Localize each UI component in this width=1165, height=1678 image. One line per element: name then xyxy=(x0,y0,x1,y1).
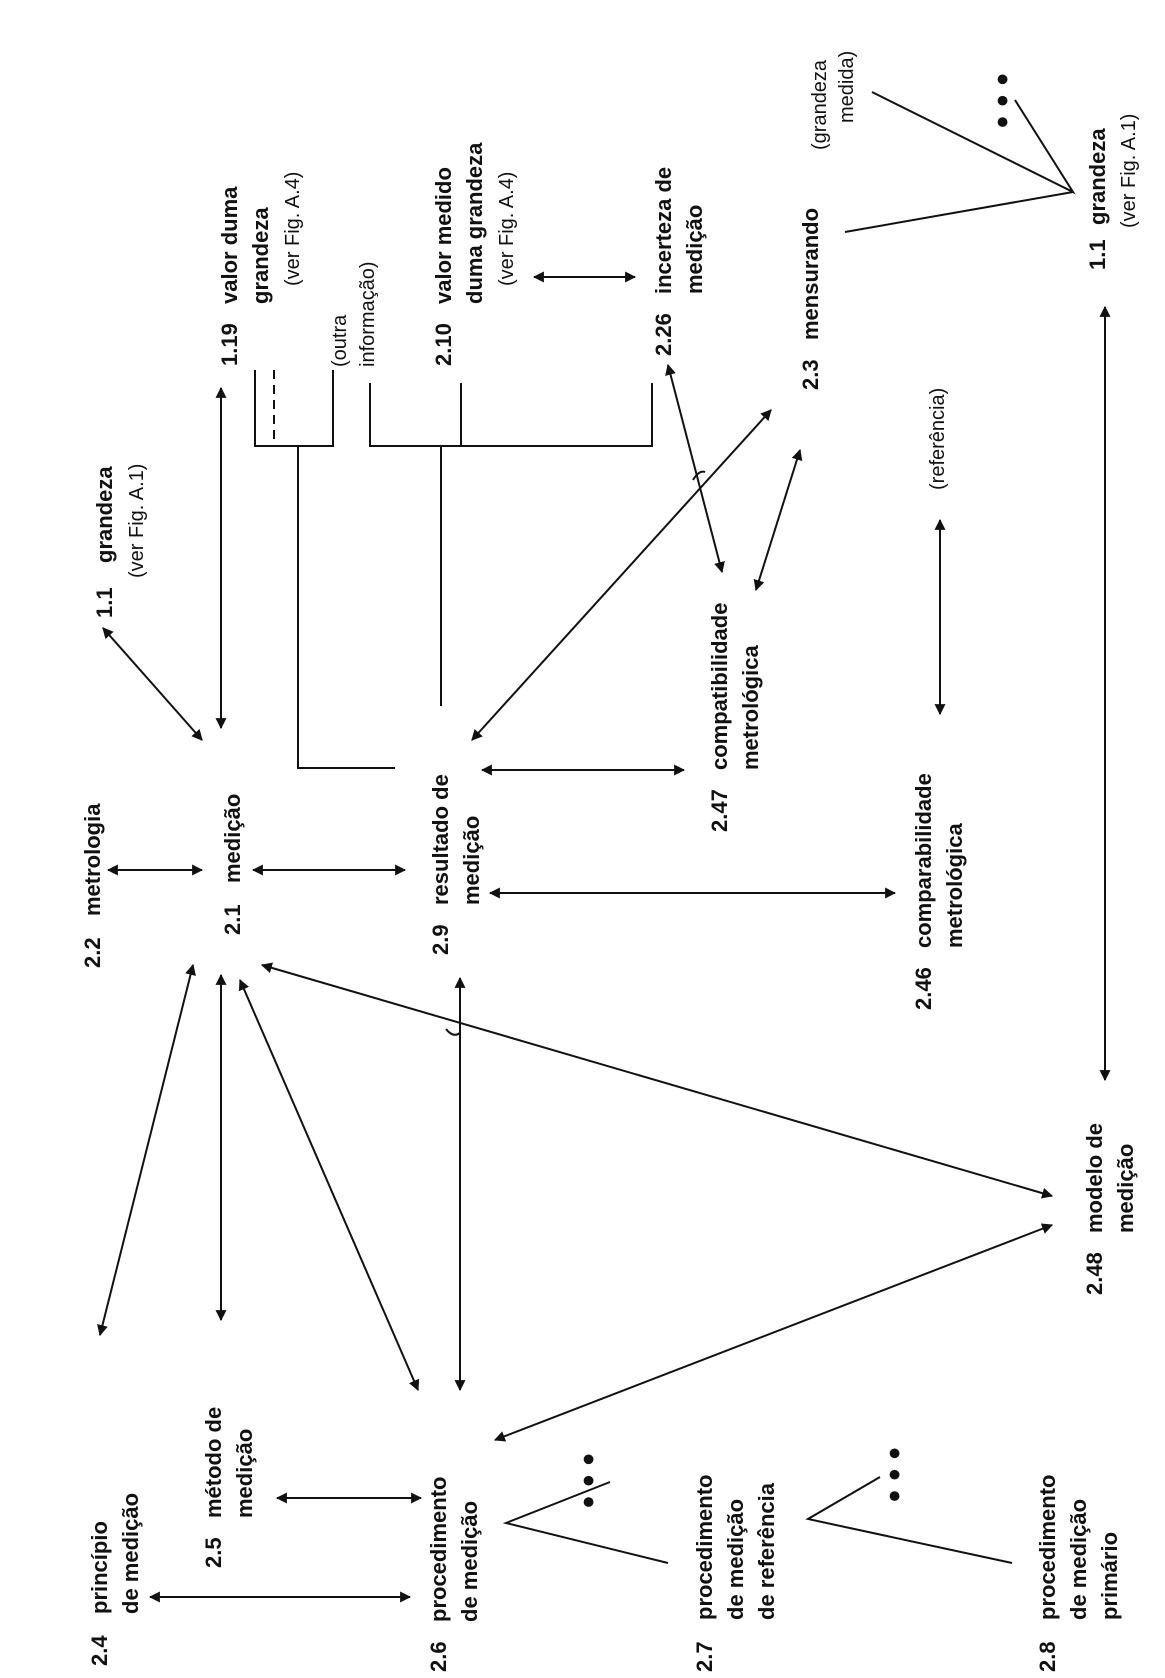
arrow-procedimento-modelo xyxy=(493,1223,1054,1442)
arrow-incerteza-compatibilidade xyxy=(665,363,725,574)
concept-valor-duma-grandeza: 1.19 valor duma grandeza (ver Fig. A.4) xyxy=(217,172,304,366)
concept-number: 1.19 xyxy=(217,323,242,366)
concept-grandeza-right: 1.1 grandeza (ver Fig. A.1) xyxy=(1085,114,1140,270)
concept-principio-de-medicao: 2.4 princípio de medição xyxy=(87,1493,143,1666)
concept-number: 2.10 xyxy=(431,323,456,366)
concept-term: procedimento xyxy=(692,1475,717,1620)
concept-term: resultado de xyxy=(428,774,453,905)
concept-number: 2.47 xyxy=(707,789,732,832)
concept-procedimento-de-medicao: 2.6 procedimento de medição xyxy=(426,1477,482,1672)
relation-lines xyxy=(97,91,1111,1603)
annotation-text: (referência) xyxy=(927,388,949,490)
concept-term: metrológica xyxy=(942,823,967,948)
bracket-resultado xyxy=(369,383,653,447)
concept-reference: (ver Fig. A.1) xyxy=(126,464,148,578)
arrow-medicao-principio xyxy=(97,963,196,1337)
concept-number: 2.8 xyxy=(1035,1641,1060,1672)
annotation-text: (outra xyxy=(329,314,351,367)
concept-term: de referência xyxy=(754,1482,779,1620)
concept-term: de medição xyxy=(118,1493,143,1614)
concept-number: 2.9 xyxy=(428,924,453,955)
concept-term: procedimento xyxy=(426,1477,451,1622)
annotation-outra-informacao: (outra informação) xyxy=(329,261,379,367)
concept-number: 2.7 xyxy=(692,1641,717,1672)
bracket-valor xyxy=(254,370,334,447)
concept-incerteza: 2.26 incerteza de medição xyxy=(651,167,707,356)
tree-procedimento xyxy=(502,1481,669,1564)
concept-term: medição xyxy=(1113,1144,1138,1233)
concept-term: procedimento xyxy=(1035,1475,1060,1620)
concept-term: medição xyxy=(220,794,245,883)
concept-term: metrológica xyxy=(738,645,763,770)
line-crossing-hump xyxy=(692,470,706,481)
concept-reference: (ver Fig. A.4) xyxy=(496,172,518,286)
annotation-text: (grandeza xyxy=(809,59,831,150)
concept-term: medição xyxy=(682,205,707,294)
concept-reference: (ver Fig. A.4) xyxy=(282,172,304,286)
concept-term: método de xyxy=(201,1407,226,1518)
concept-term: comparabilidade xyxy=(911,773,936,948)
concept-term: de medição xyxy=(457,1501,482,1622)
concept-term: incerteza de xyxy=(651,167,676,294)
arrow-medicao-procedimento xyxy=(238,978,420,1392)
ellipsis-grandeza: • • • xyxy=(984,73,1022,128)
concept-procedimento-primario: 2.8 procedimento de medição primário xyxy=(1035,1475,1122,1672)
concept-term: grandeza xyxy=(248,207,273,304)
ellipsis-procedimento-referencia: • • • xyxy=(876,1447,914,1502)
concept-term: grandeza xyxy=(1085,128,1110,225)
concept-procedimento-referencia: 2.7 procedimento de medição de referênci… xyxy=(692,1475,779,1672)
concept-term: grandeza xyxy=(92,466,117,563)
concept-term: modelo de xyxy=(1082,1123,1107,1233)
concept-compatibilidade: 2.47 compatibilidade metrológica xyxy=(707,603,763,832)
concept-number: 2.1 xyxy=(220,904,245,935)
concept-number: 2.3 xyxy=(798,359,823,390)
annotation-text: medida) xyxy=(836,51,858,123)
concept-number: 2.5 xyxy=(201,1537,226,1568)
concept-term: valor medido xyxy=(431,167,456,304)
arrow-grandeza-medicao xyxy=(102,627,203,741)
annotation-referencia: (referência) xyxy=(927,388,949,490)
concept-number: 2.48 xyxy=(1082,1252,1107,1295)
concept-reference: (ver Fig. A.1) xyxy=(1118,114,1140,228)
concept-number: 2.2 xyxy=(80,937,105,968)
concept-resultado-de-medicao: 2.9 resultado de medição xyxy=(428,774,484,955)
concept-term: medição xyxy=(232,1429,257,1518)
concept-term: mensurando xyxy=(798,208,823,340)
concept-number: 1.1 xyxy=(92,587,117,618)
arrow-mensurando-compatibilidade xyxy=(753,448,803,592)
concept-number: 2.26 xyxy=(651,313,676,356)
concept-grandeza-left: 1.1 grandeza (ver Fig. A.1) xyxy=(92,464,148,618)
concept-number: 2.6 xyxy=(426,1641,451,1672)
line-crossing-hump-2 xyxy=(445,1028,461,1036)
concept-metodo-de-medicao: 2.5 método de medição xyxy=(201,1407,257,1568)
concept-metrologia: 2.2 metrologia xyxy=(80,803,105,968)
concept-mensurando: 2.3 mensurando xyxy=(798,208,823,390)
concept-number: 2.46 xyxy=(911,967,936,1010)
concept-number: 2.4 xyxy=(87,1635,112,1666)
concept-term: de medição xyxy=(1066,1499,1091,1620)
concept-term: medição xyxy=(459,816,484,905)
concept-term: compatibilidade xyxy=(707,603,732,770)
tree-procedimento-referencia xyxy=(805,1476,1013,1564)
concept-term: duma grandeza xyxy=(462,142,487,304)
concept-medicao: 2.1 medição xyxy=(220,794,245,935)
concept-number: 1.1 xyxy=(1085,239,1110,270)
concept-comparabilidade: 2.46 comparabilidade metrológica xyxy=(911,773,967,1010)
ellipsis-procedimento: • • • xyxy=(570,1453,608,1508)
concept-term: metrologia xyxy=(80,803,105,916)
concept-term: valor duma xyxy=(217,186,242,304)
concept-modelo-de-medicao: 2.48 modelo de medição xyxy=(1082,1123,1138,1295)
link-valor-resultado xyxy=(297,446,395,769)
annotation-text: informação) xyxy=(357,261,379,367)
annotation-grandeza-medida: (grandeza medida) xyxy=(809,51,858,150)
tree-grandeza xyxy=(844,91,1076,233)
concept-term: de medição xyxy=(723,1499,748,1620)
concept-valor-medido: 2.10 valor medido duma grandeza (ver Fig… xyxy=(431,142,518,366)
concept-term: princípio xyxy=(87,1521,112,1614)
concept-term: primário xyxy=(1097,1532,1122,1620)
